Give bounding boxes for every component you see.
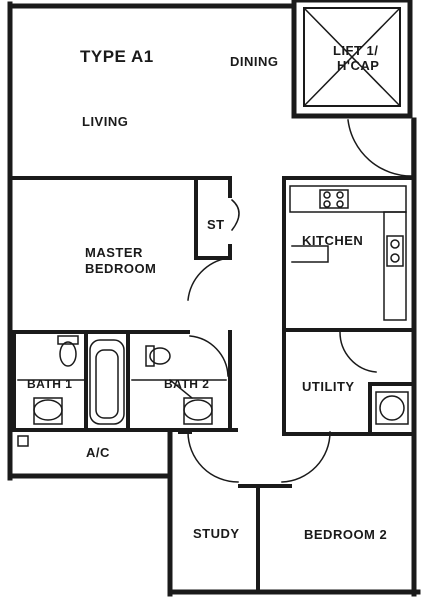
master-bedroom-label-line1: MASTER [85, 245, 143, 260]
lift-label-line1: LIFT 1/ [333, 43, 379, 58]
bedroom-2-label: BEDROOM 2 [304, 527, 388, 542]
utility-label: UTILITY [302, 379, 355, 394]
bath-1-label: BATH 1 [27, 377, 73, 391]
dining-label: DINING [230, 54, 279, 69]
lift-shaft [291, 0, 413, 119]
living-label: LIVING [82, 114, 129, 129]
store-label: ST [207, 217, 225, 232]
ac-label: A/C [86, 445, 110, 460]
kitchen-fixtures [289, 185, 409, 425]
door-swings [187, 119, 413, 483]
interior-walls [8, 176, 416, 594]
master-bedroom-label-line2: BEDROOM [85, 261, 157, 276]
bathroom-fixtures [17, 335, 227, 447]
plan-type-label: TYPE A1 [80, 47, 154, 66]
outer-walls [7, 1, 421, 597]
study-label: STUDY [193, 526, 240, 541]
bath-2-label: BATH 2 [164, 377, 210, 391]
kitchen-label: KITCHEN [302, 233, 364, 248]
lift-label-line2: H'CAP [337, 58, 380, 73]
